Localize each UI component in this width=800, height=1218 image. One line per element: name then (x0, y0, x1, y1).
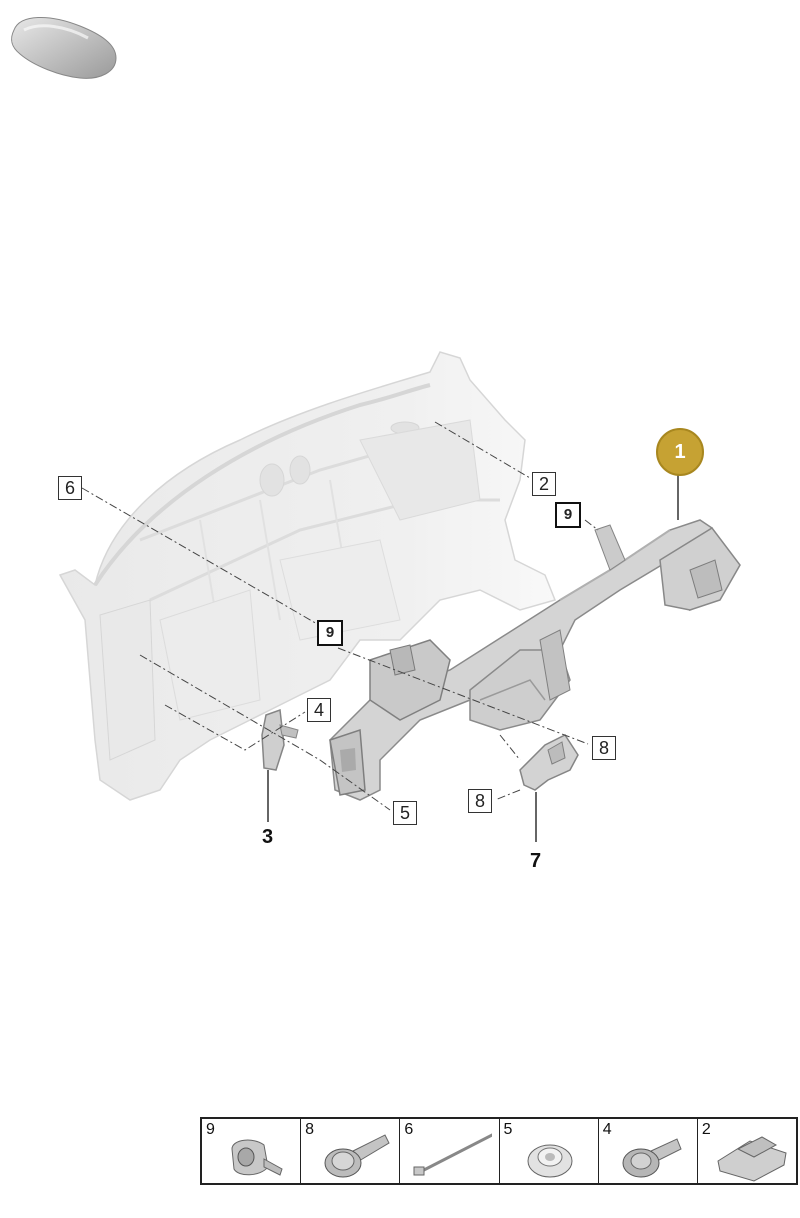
legend-number: 4 (602, 1121, 612, 1138)
body-structure (58, 351, 557, 801)
callout-6[interactable]: 6 (58, 476, 82, 500)
hex-bolt-icon (622, 1138, 682, 1178)
clip-nut-icon (231, 1139, 283, 1176)
legend-item-6[interactable]: 6 (400, 1119, 500, 1183)
legend-number: 5 (503, 1121, 513, 1138)
callout-9-upper[interactable]: 9 (555, 502, 581, 528)
cross-member-part (329, 519, 741, 801)
legend-number: 8 (305, 1121, 315, 1138)
main-part-callout[interactable]: 1 (656, 428, 704, 476)
bracket-part-7 (519, 734, 579, 791)
callout-9-middle[interactable]: 9 (317, 620, 343, 646)
callout-4[interactable]: 4 (307, 698, 331, 722)
callout-8-left[interactable]: 8 (468, 789, 492, 813)
solid-leaders (267, 475, 679, 842)
callout-3[interactable]: 3 (262, 826, 274, 848)
callout-8-right[interactable]: 8 (592, 736, 616, 760)
fasteners-legend: 9 8 6 5 (200, 1117, 798, 1185)
callout-2[interactable]: 2 (532, 472, 556, 496)
legend-item-4[interactable]: 4 (599, 1119, 698, 1183)
legend-number: 6 (404, 1121, 414, 1138)
bracket-pad-icon (717, 1136, 787, 1182)
legend-item-9[interactable]: 9 (202, 1119, 302, 1183)
legend-item-8[interactable]: 8 (301, 1119, 401, 1183)
long-bolt-icon (413, 1133, 493, 1176)
callout-5[interactable]: 5 (393, 801, 417, 825)
legend-item-5[interactable]: 5 (500, 1119, 599, 1183)
flange-nut-icon (527, 1144, 573, 1178)
bracket-part-3 (261, 708, 299, 771)
flange-bolt-icon (324, 1134, 390, 1178)
legend-item-2[interactable]: 2 (698, 1119, 796, 1183)
legend-number: 9 (206, 1121, 215, 1138)
callout-7[interactable]: 7 (530, 850, 542, 872)
car-silhouette-icon (11, 16, 117, 79)
legend-number: 2 (701, 1121, 711, 1138)
leader-lines (81, 421, 599, 811)
